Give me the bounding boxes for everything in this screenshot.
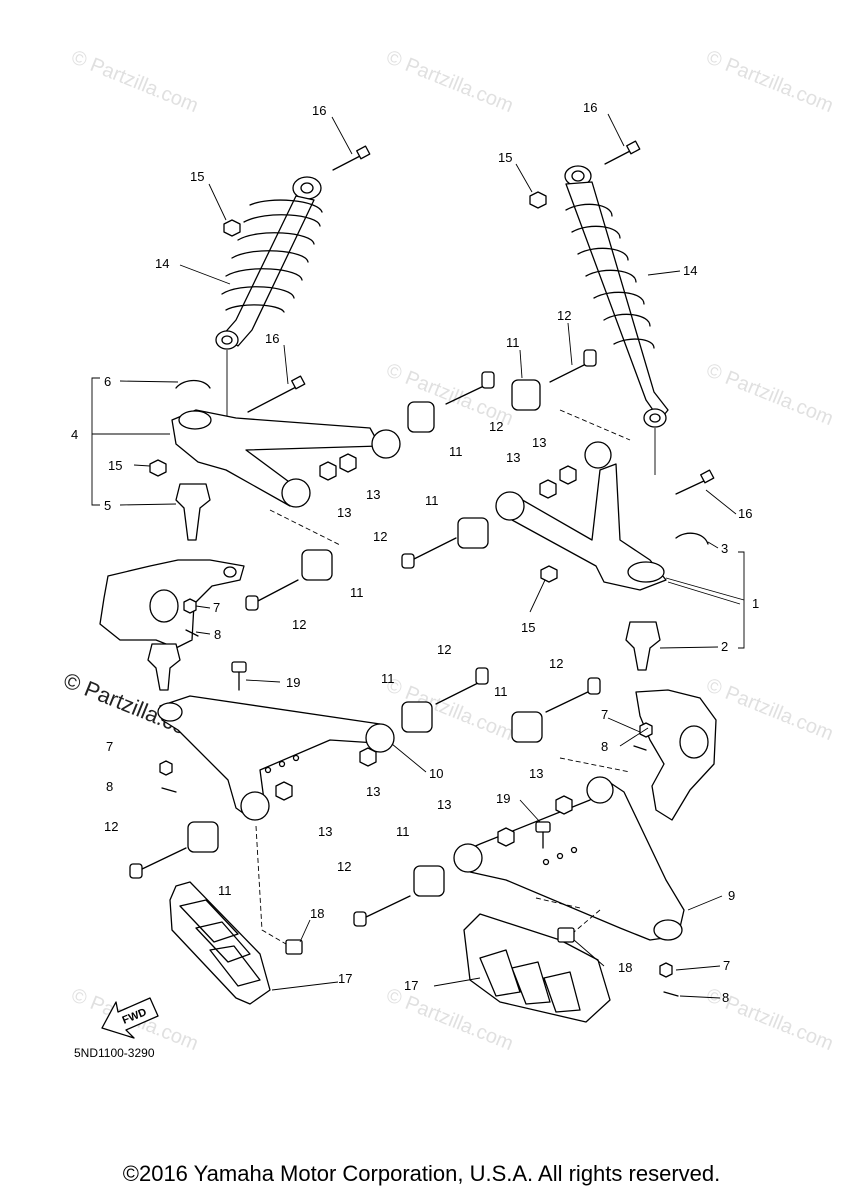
callout-12: 12 bbox=[437, 642, 451, 657]
callout-11: 11 bbox=[425, 493, 439, 508]
callout-7: 7 bbox=[106, 739, 113, 754]
diagram-code: 5ND1100-3290 bbox=[74, 1046, 155, 1060]
assembly-brackets bbox=[91, 377, 745, 945]
shock-absorber-left bbox=[215, 176, 323, 435]
callout-12: 12 bbox=[549, 656, 563, 671]
watermark: © Partzilla.com bbox=[703, 359, 836, 430]
nut-13-group bbox=[275, 453, 577, 847]
shock-absorber-right bbox=[564, 165, 669, 475]
callout-7: 7 bbox=[601, 707, 608, 722]
bolt-16-group bbox=[247, 140, 715, 495]
callout-8: 8 bbox=[214, 627, 221, 642]
callout-13: 13 bbox=[529, 766, 543, 781]
callout-5: 5 bbox=[104, 498, 111, 513]
callout-7: 7 bbox=[213, 600, 220, 615]
callout-14: 14 bbox=[683, 263, 697, 278]
callout-13: 13 bbox=[437, 797, 451, 812]
callout-16: 16 bbox=[738, 506, 752, 521]
callout-14: 14 bbox=[155, 256, 169, 271]
callout-16: 16 bbox=[265, 331, 279, 346]
callout-11: 11 bbox=[350, 585, 364, 600]
callout-10: 10 bbox=[429, 766, 443, 781]
callout-11: 11 bbox=[396, 824, 410, 839]
nut-7-cotter-8-group bbox=[159, 598, 679, 997]
callout-9: 9 bbox=[728, 888, 735, 903]
callout-15: 15 bbox=[521, 620, 535, 635]
watermark: © Partzilla.com bbox=[383, 46, 516, 117]
callout-12: 12 bbox=[292, 617, 306, 632]
upper-arm-left bbox=[171, 409, 401, 508]
copyright-notice: ©2016 Yamaha Motor Corporation, U.S.A. A… bbox=[122, 1161, 721, 1186]
lower-ball-joint-left bbox=[147, 643, 181, 691]
bolt-19-group bbox=[231, 661, 551, 849]
callout-7: 7 bbox=[723, 958, 730, 973]
knuckle-right bbox=[635, 689, 717, 821]
callout-11: 11 bbox=[494, 684, 508, 699]
callout-12: 12 bbox=[337, 859, 351, 874]
callout-13: 13 bbox=[506, 450, 520, 465]
callout-16: 16 bbox=[583, 100, 597, 115]
callout-13: 13 bbox=[318, 824, 332, 839]
callout-numbers: 16 16 15 15 14 14 16 12 11 6 4 15 5 12 1… bbox=[71, 100, 759, 1005]
watermark: © Partzilla.com bbox=[68, 46, 201, 117]
callout-15: 15 bbox=[190, 169, 204, 184]
bushing-11-group bbox=[187, 379, 543, 897]
upper-arm-right bbox=[495, 441, 667, 591]
callout-19: 19 bbox=[286, 675, 300, 690]
callout-11: 11 bbox=[218, 883, 232, 898]
callout-4: 4 bbox=[71, 427, 78, 442]
callout-18: 18 bbox=[310, 906, 324, 921]
callout-13: 13 bbox=[366, 784, 380, 799]
leader-lines bbox=[119, 113, 741, 999]
guard-left bbox=[169, 881, 271, 1005]
lower-arm-left bbox=[157, 695, 395, 821]
callout-11: 11 bbox=[506, 335, 520, 350]
callout-18: 18 bbox=[618, 960, 632, 975]
watermark: © Partzilla.com bbox=[703, 674, 836, 745]
forward-arrow-icon: FWD bbox=[101, 997, 159, 1039]
nut-15-group bbox=[149, 191, 558, 583]
callout-17: 17 bbox=[404, 978, 418, 993]
callout-11: 11 bbox=[449, 444, 463, 459]
callout-11: 11 bbox=[381, 671, 395, 686]
callout-15: 15 bbox=[498, 150, 512, 165]
callout-6: 6 bbox=[104, 374, 111, 389]
callout-2: 2 bbox=[721, 639, 728, 654]
callout-12: 12 bbox=[373, 529, 387, 544]
clip-18-group bbox=[285, 927, 575, 955]
callout-12: 12 bbox=[489, 419, 503, 434]
callout-17: 17 bbox=[338, 971, 352, 986]
callout-3: 3 bbox=[721, 541, 728, 556]
callout-8: 8 bbox=[722, 990, 729, 1005]
lower-arm-right bbox=[453, 776, 685, 941]
guard-right bbox=[463, 913, 611, 1023]
callout-16: 16 bbox=[312, 103, 326, 118]
callout-19: 19 bbox=[496, 791, 510, 806]
callout-12: 12 bbox=[104, 819, 118, 834]
callout-13: 13 bbox=[337, 505, 351, 520]
callout-13: 13 bbox=[532, 435, 546, 450]
callout-8: 8 bbox=[601, 739, 608, 754]
bolt-12-group bbox=[129, 349, 601, 927]
callout-13: 13 bbox=[366, 487, 380, 502]
ball-joints bbox=[175, 379, 709, 671]
knuckle-left bbox=[99, 559, 245, 649]
callout-8: 8 bbox=[106, 779, 113, 794]
watermark: © Partzilla.com bbox=[703, 46, 836, 117]
callout-12: 12 bbox=[557, 308, 571, 323]
callout-15: 15 bbox=[108, 458, 122, 473]
callout-1: 1 bbox=[752, 596, 759, 611]
